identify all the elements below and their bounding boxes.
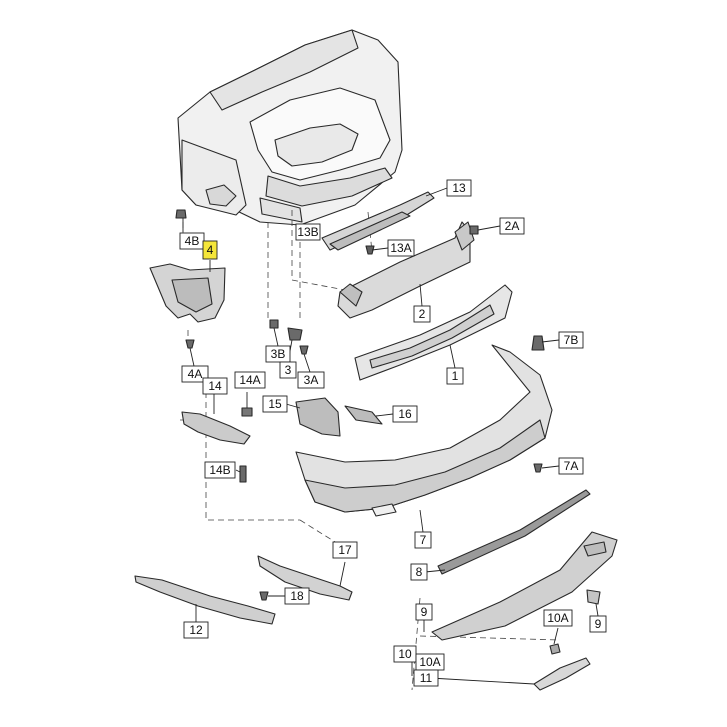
- part-10A-bracket: [586, 589, 601, 605]
- screw-4A: [185, 339, 195, 349]
- screw-14B: [239, 465, 247, 483]
- callout-9-right-text: 9: [595, 617, 602, 631]
- callout-2: 2: [413, 305, 431, 323]
- callout-10A-text: 10A: [419, 655, 440, 669]
- callout-18: 18: [284, 587, 310, 605]
- callout-4B-text: 4B: [185, 234, 200, 248]
- callout-14A: 14A: [234, 371, 266, 389]
- callout-16: 16: [392, 405, 418, 423]
- leader-lines: [182, 187, 599, 685]
- callout-10A-right-text: 10A: [547, 611, 568, 625]
- screw-3B: [269, 319, 279, 329]
- callout-3A-text: 3A: [304, 373, 319, 387]
- clip-7B: [531, 335, 545, 351]
- fasteners: [175, 209, 545, 601]
- part-14-side-guide: [181, 411, 251, 445]
- callout-18-text: 18: [290, 589, 304, 603]
- screw-13A: [365, 245, 375, 255]
- callout-17-text: 17: [338, 543, 352, 557]
- callout-14-text: 14: [208, 379, 222, 393]
- callout-3B: 3B: [265, 345, 291, 363]
- part-9-diffuser-panel: [431, 531, 618, 641]
- part-12-lower-trim-left: [134, 575, 276, 625]
- callout-13-text: 13: [452, 181, 466, 195]
- callout-12-text: 12: [189, 623, 203, 637]
- callout-10: 10: [393, 645, 417, 663]
- callout-3-text: 3: [285, 363, 292, 377]
- part-16-reflector-right: [344, 405, 383, 425]
- callout-10-text: 10: [398, 647, 412, 661]
- callout-15: 15: [262, 395, 288, 413]
- callout-3A: 3A: [297, 371, 325, 389]
- callout-10A: 10A: [415, 653, 445, 671]
- part-15-reflector-left: [295, 397, 341, 437]
- callout-14B-text: 14B: [209, 463, 230, 477]
- screw-3A: [299, 345, 309, 355]
- vehicle-rear-body: [177, 29, 403, 226]
- callout-4-text: 4: [207, 243, 214, 257]
- screw-7A: [533, 463, 543, 473]
- clip-3: [287, 327, 303, 341]
- callout-3B-text: 3B: [271, 347, 286, 361]
- callout-13B: 13B: [295, 223, 321, 241]
- callout-9-right: 9: [589, 615, 607, 633]
- part-7-bumper-cover: [295, 344, 553, 517]
- callout-11: 11: [413, 669, 439, 687]
- callout-11-text: 11: [420, 671, 433, 685]
- callout-3: 3: [279, 361, 297, 379]
- callout-13A-text: 13A: [390, 241, 411, 255]
- callout-8: 8: [410, 563, 428, 581]
- callout-14A-text: 14A: [239, 373, 260, 387]
- callout-7B: 7B: [558, 331, 584, 349]
- callout-4: 4: [202, 240, 218, 260]
- part-1-energy-absorber: [354, 284, 513, 381]
- callout-2A-text: 2A: [505, 219, 520, 233]
- callout-4A: 4A: [181, 365, 209, 383]
- callout-2-text: 2: [419, 307, 426, 321]
- callout-13: 13: [446, 179, 472, 197]
- callout-16-text: 16: [398, 407, 412, 421]
- callout-9-left-text: 9: [421, 605, 428, 619]
- part-2-impact-beam: [337, 221, 475, 319]
- callout-14B: 14B: [204, 461, 236, 479]
- callout-17: 17: [332, 541, 358, 559]
- callout-7A: 7A: [558, 457, 584, 475]
- part-8-trim-strip: [437, 489, 591, 575]
- nut-2A: [469, 225, 479, 235]
- callout-14: 14: [202, 377, 228, 395]
- callout-8-text: 8: [416, 565, 423, 579]
- callout-7: 7: [414, 531, 432, 549]
- part-10-bracket-small: [549, 643, 561, 655]
- callout-4B: 4B: [179, 232, 205, 250]
- callout-15-text: 15: [268, 397, 282, 411]
- callout-7B-text: 7B: [564, 333, 579, 347]
- part-13-reinforcement-bar: [321, 191, 435, 251]
- callout-2A: 2A: [499, 217, 525, 235]
- callout-1: 1: [446, 367, 464, 385]
- callout-7A-text: 7A: [564, 459, 579, 473]
- callout-13B-text: 13B: [297, 225, 318, 239]
- clip-4B: [175, 209, 187, 219]
- callout-4A-text: 4A: [188, 367, 203, 381]
- part-17-lower-trim-right: [257, 555, 353, 601]
- part-11-trim-piece: [533, 657, 591, 691]
- callout-12: 12: [183, 621, 209, 639]
- clip-14A: [241, 407, 253, 417]
- callout-13A: 13A: [387, 239, 415, 257]
- callout-10A-right: 10A: [543, 609, 573, 627]
- callout-7-text: 7: [420, 533, 427, 547]
- screw-18: [259, 591, 269, 601]
- part-4-bumper-bracket: [149, 263, 226, 323]
- callout-1-text: 1: [452, 369, 459, 383]
- callout-9-left: 9: [415, 603, 433, 621]
